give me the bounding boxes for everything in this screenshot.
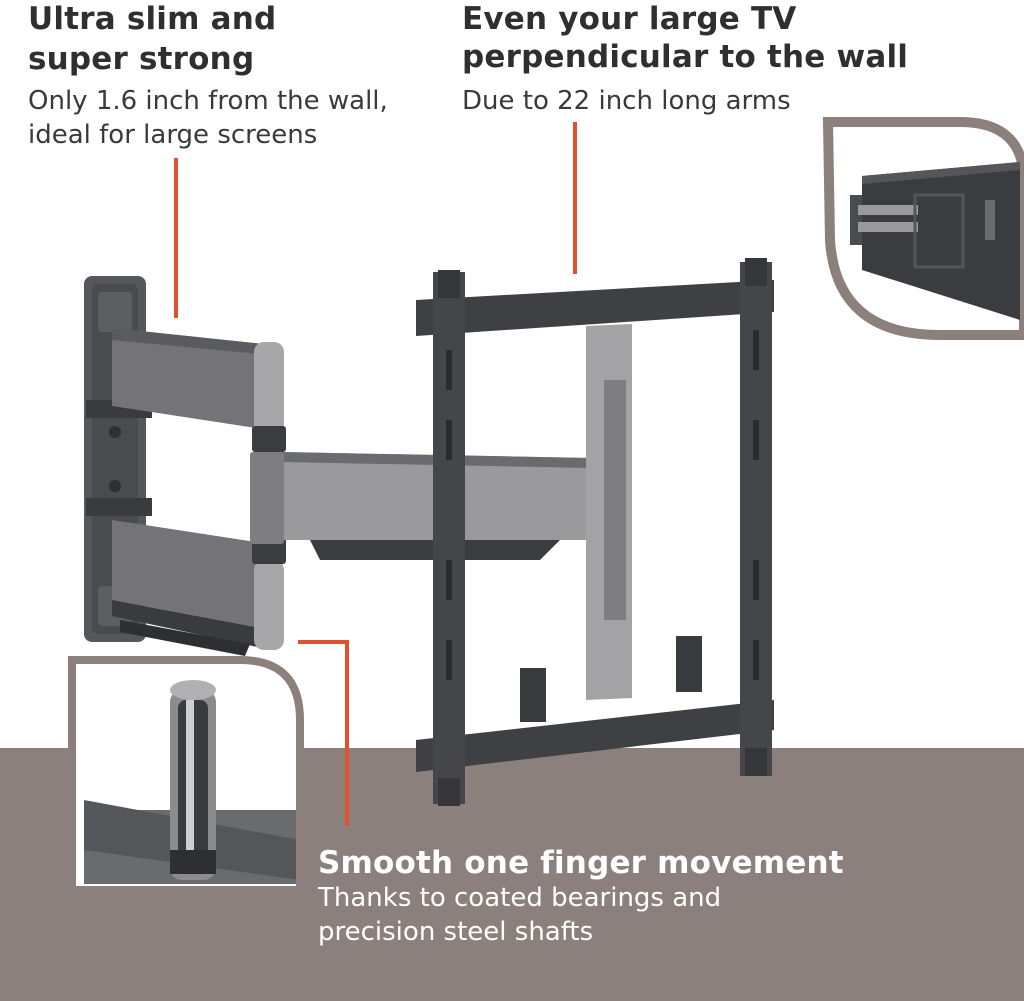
lower-arm — [112, 520, 286, 656]
slim-desc-line1: Only 1.6 inch from the wall, — [28, 86, 388, 116]
arms-title-line1: Even your large TV — [462, 1, 797, 37]
callout-line-movement-horizontal — [298, 640, 348, 644]
slim-title-line2: super strong — [28, 41, 255, 77]
movement-desc-line2: precision steel shafts — [318, 917, 594, 947]
upper-arm — [112, 328, 286, 452]
callout-line-slim — [174, 158, 178, 318]
callout-line-arms — [573, 122, 577, 274]
bearing-closeup-inset-image — [68, 656, 304, 894]
tv-perpendicular-inset-image — [822, 117, 1024, 340]
arms-title-line2: perpendicular to the wall — [462, 39, 909, 75]
middle-arm — [250, 452, 590, 560]
arms-desc-line1: Due to 22 inch long arms — [462, 86, 791, 116]
slim-desc-line2: ideal for large screens — [28, 120, 318, 150]
movement-title: Smooth one finger movement — [318, 845, 844, 881]
callout-line-movement-vertical — [345, 640, 349, 826]
movement-desc-line1: Thanks to coated bearings and — [318, 883, 722, 913]
tv-mounting-frame — [416, 258, 774, 806]
slim-title-line1: Ultra slim and — [28, 1, 277, 37]
